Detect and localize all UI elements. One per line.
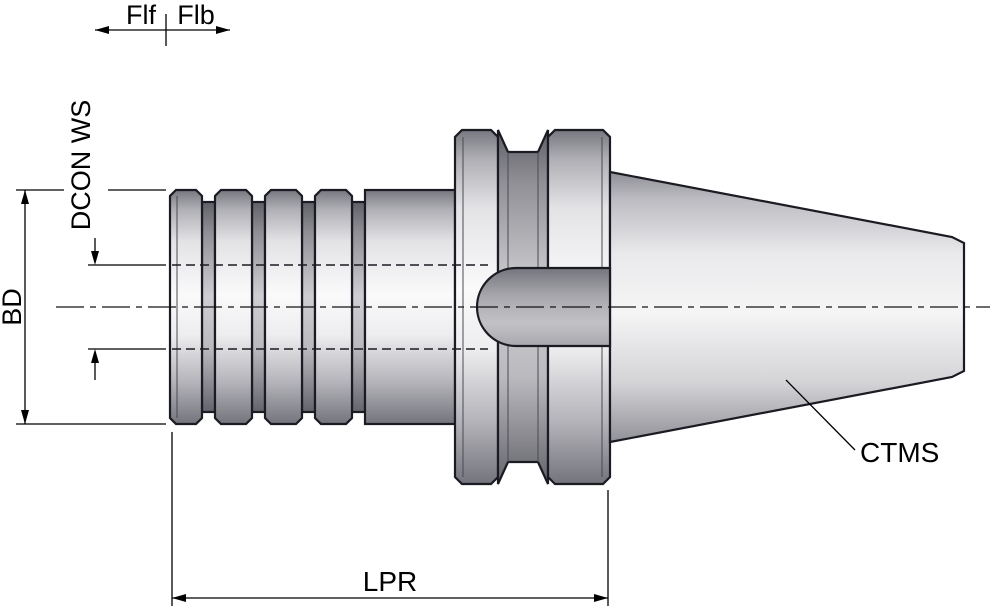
dcon-ws-label: DCON WS (66, 100, 96, 231)
flf-label: Flf (126, 0, 156, 30)
nose-ring (263, 188, 304, 426)
taper-shank-cone (608, 170, 966, 444)
flange-section (453, 128, 612, 486)
dim-lpr: LPR (171, 432, 609, 606)
dim-flf-flb: Flf Flb (95, 0, 230, 46)
arrowhead-right (216, 26, 230, 34)
ctms-leader-line (785, 379, 856, 451)
ctms-callout: CTMS (785, 379, 939, 468)
arrowhead-right (594, 594, 608, 602)
ctms-label: CTMS (860, 437, 939, 468)
arrowhead-down (91, 251, 99, 265)
flb-label: Flb (177, 0, 215, 30)
arrowhead-down (21, 410, 29, 424)
dim-dcon-ws: DCON WS (66, 100, 166, 380)
arrowhead-up (21, 190, 29, 204)
bd-label: BD (0, 288, 27, 326)
lpr-label: LPR (363, 566, 417, 597)
arrowhead-left (172, 594, 186, 602)
arrowhead-up (91, 349, 99, 363)
arrowhead-left (95, 26, 109, 34)
dim-bd: BD (0, 189, 166, 425)
